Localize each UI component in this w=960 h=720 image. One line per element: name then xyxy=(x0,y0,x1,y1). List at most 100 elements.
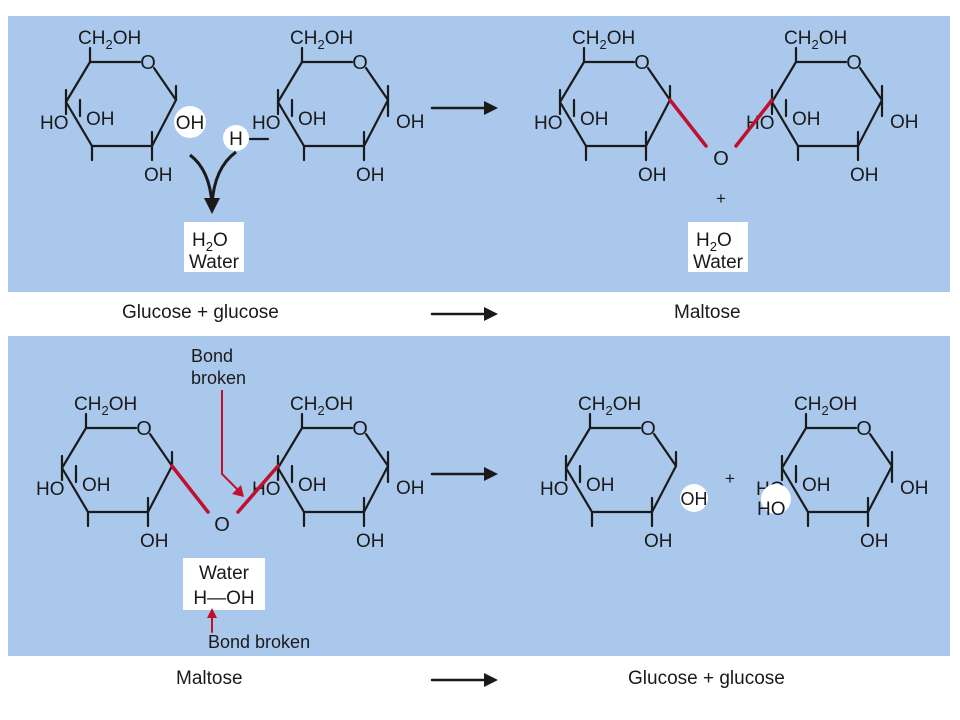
arrowhead xyxy=(484,101,498,115)
hydroxyl-label: OH xyxy=(86,109,115,130)
highlight-circle xyxy=(223,125,249,151)
caption-glucose-plus-glucose: Glucose + glucose xyxy=(628,668,785,689)
arrowhead xyxy=(207,608,217,618)
arrowhead xyxy=(484,467,498,481)
hydroxyl-label: OH xyxy=(144,165,173,186)
water-label: Water xyxy=(693,252,744,273)
ring-bond xyxy=(564,426,592,470)
glycosidic-oxygen-label: O xyxy=(214,514,230,536)
hydroxyl-label: HO xyxy=(757,499,786,520)
arrowhead xyxy=(484,307,498,321)
ring-bond xyxy=(866,464,894,514)
ring-bond xyxy=(146,464,174,514)
ring-bond xyxy=(780,426,808,470)
ring-bond xyxy=(152,66,178,102)
ring-bond xyxy=(770,100,800,148)
plus-sign: + xyxy=(725,469,735,488)
hydroxyl-label: OH xyxy=(850,165,879,186)
ring-bond xyxy=(276,466,306,514)
ring-bond xyxy=(364,432,390,468)
bond-broken-label: broken xyxy=(191,368,246,388)
hydroxyl-label: OH xyxy=(140,531,169,552)
ring-bond xyxy=(276,100,306,148)
hydroxyl-label: HO xyxy=(40,113,69,134)
glycosidic-bond xyxy=(170,464,210,514)
hydroxyl-label: HO xyxy=(746,113,775,134)
ch2oh-label: CH2OH xyxy=(794,394,857,418)
water-label-box xyxy=(184,222,244,272)
ring-bond xyxy=(650,464,678,514)
arrowhead xyxy=(204,198,220,214)
plus-sign: + xyxy=(716,189,726,208)
arrowhead xyxy=(232,485,244,497)
hydroxyl-label: OH xyxy=(792,109,821,130)
caption-maltose: Maltose xyxy=(176,668,243,689)
arrowhead xyxy=(484,673,498,687)
ring-bond xyxy=(856,98,884,148)
ch2oh-label: CH2OH xyxy=(572,28,635,52)
hydroxyl-label: OH xyxy=(298,475,327,496)
ring-oxygen-label: O xyxy=(136,418,152,440)
ring-bond xyxy=(64,100,94,148)
ring-oxygen-label: O xyxy=(352,418,368,440)
ring-oxygen-label: O xyxy=(856,418,872,440)
glycosidic-bond xyxy=(668,98,708,148)
ring-oxygen-label: O xyxy=(846,52,862,74)
ring-oxygen-label: O xyxy=(352,52,368,74)
ring-bond xyxy=(564,466,594,514)
ring-bond xyxy=(858,66,884,102)
ring-bond xyxy=(652,432,678,468)
glycosidic-oxygen-label: O xyxy=(713,148,729,170)
glycosidic-bond xyxy=(734,98,774,148)
ring-bond xyxy=(558,100,588,148)
water-formula: H2O xyxy=(696,230,732,254)
ring-bond xyxy=(558,60,586,104)
highlight-circle xyxy=(174,106,206,138)
panel-hydrolysis xyxy=(8,336,950,656)
hydroxyl-label: HO xyxy=(534,113,563,134)
ring-bond xyxy=(646,66,672,102)
ch2oh-label: CH2OH xyxy=(578,394,641,418)
highlight-circle xyxy=(761,484,791,514)
hydroxyl-label: OH xyxy=(681,489,708,509)
ring-bond xyxy=(276,426,304,470)
panel-condensation xyxy=(8,16,950,292)
hydroxyl-label: OH xyxy=(396,478,425,499)
ring-bond xyxy=(276,60,304,104)
highlight-circle xyxy=(680,484,708,512)
hydroxyl-label: OH xyxy=(176,113,205,134)
hydroxyl-label: OH xyxy=(860,531,889,552)
water-label-box xyxy=(183,558,265,610)
ch2oh-label: CH2OH xyxy=(290,28,353,52)
caption-glucose-plus-glucose: Glucose + glucose xyxy=(122,302,279,323)
ring-bond xyxy=(362,464,390,514)
ch2oh-label: CH2OH xyxy=(784,28,847,52)
hydroxyl-label: OH xyxy=(802,475,831,496)
hydroxyl-label: OH xyxy=(82,475,111,496)
hydroxyl-label: OH xyxy=(580,109,609,130)
glycosidic-bond xyxy=(236,464,280,514)
hydroxyl-label: HO xyxy=(540,479,569,500)
hydroxyl-label: OH xyxy=(890,112,919,133)
ring-bond xyxy=(770,60,798,104)
hydroxyl-label: OH xyxy=(396,112,425,133)
ch2oh-label: CH2OH xyxy=(290,394,353,418)
ring-bond xyxy=(644,98,672,148)
bond-broken-label: Bond broken xyxy=(208,632,310,652)
ring-bond xyxy=(60,466,90,514)
ring-oxygen-label: O xyxy=(640,418,656,440)
hydroxyl-label: OH xyxy=(356,531,385,552)
ring-oxygen-label: O xyxy=(140,52,156,74)
hydroxyl-label: OH xyxy=(644,531,673,552)
ring-bond xyxy=(64,60,92,104)
ring-bond xyxy=(364,66,390,102)
bond-broken-label: Bond xyxy=(191,346,233,366)
